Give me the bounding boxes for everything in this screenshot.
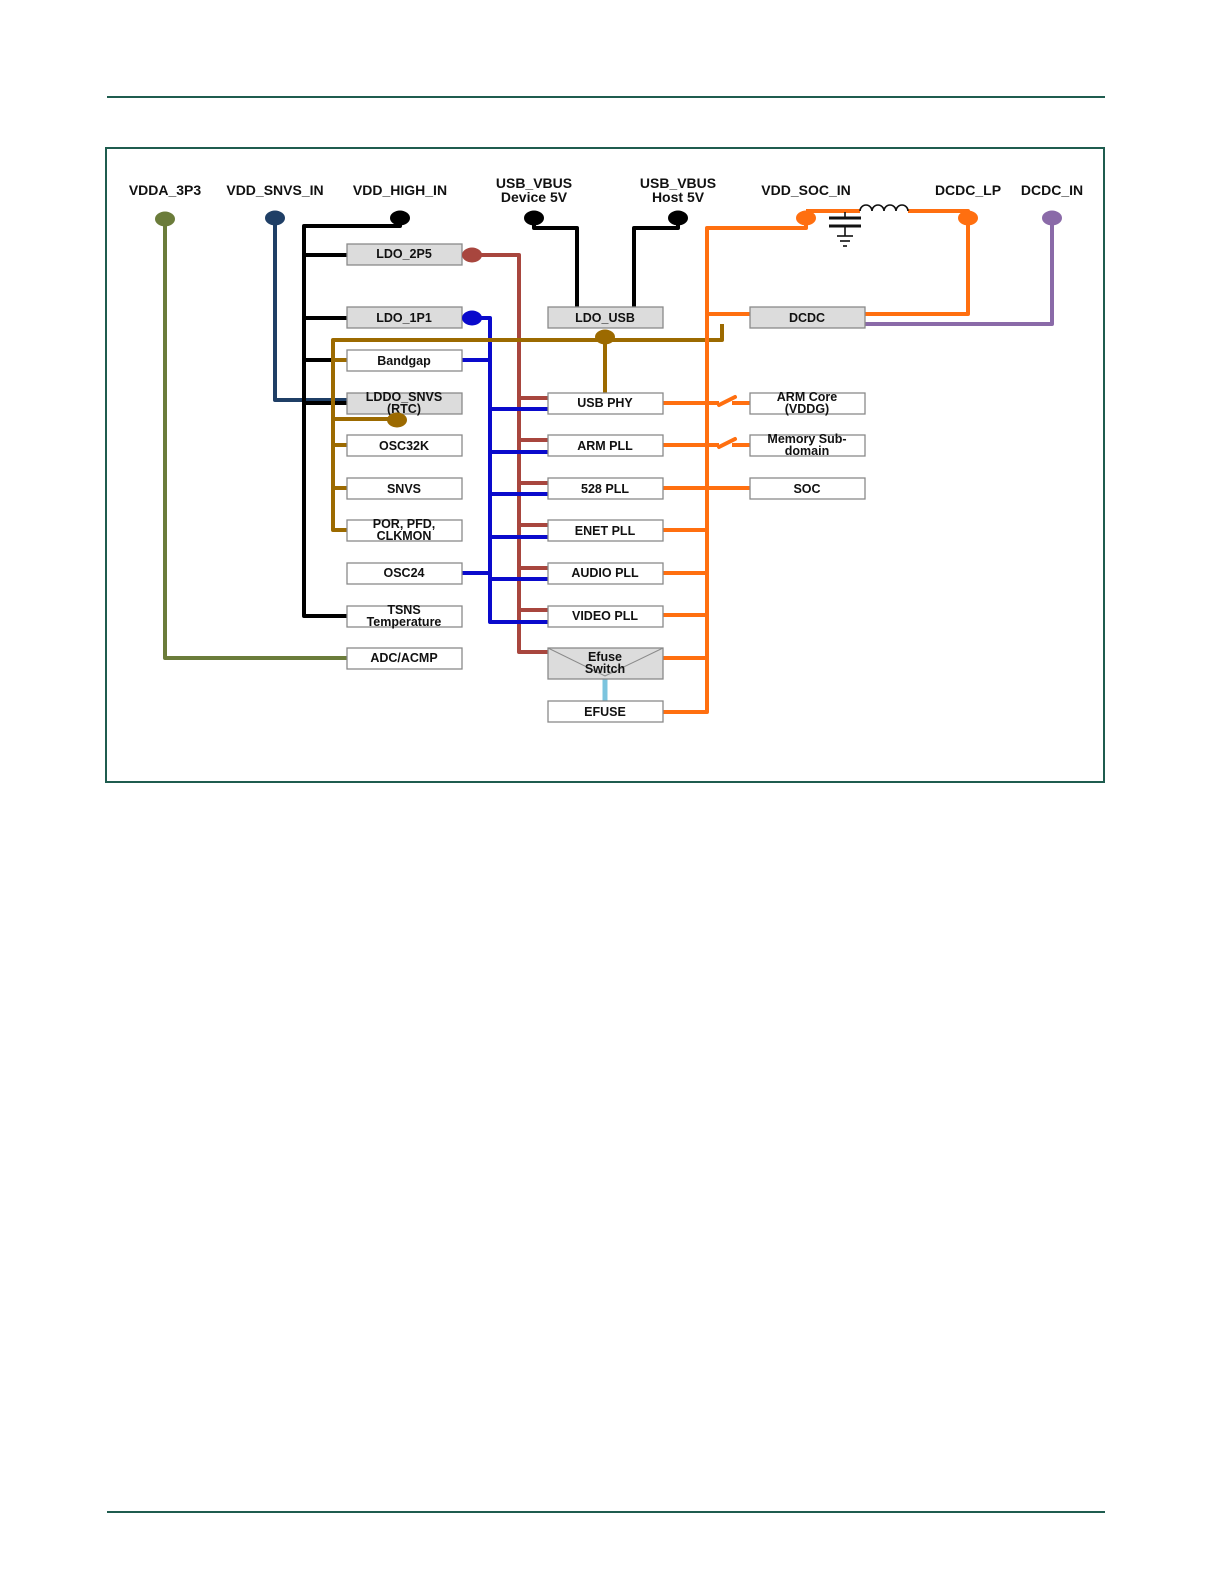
block-label: Efuse	[588, 650, 622, 664]
header-rule	[107, 96, 1105, 98]
wires	[163, 209, 1054, 714]
rail-labels: VDDA_3P3 VDD_SNVS_IN VDD_HIGH_IN USB_VBU…	[129, 175, 1083, 205]
block-efuse-switch: Efuse Switch	[547, 647, 664, 680]
terminal-dcdc-in	[1042, 210, 1062, 226]
block-label: TSNS	[387, 603, 420, 617]
rail-label-vdd-soc-in: VDD_SOC_IN	[761, 182, 850, 198]
terminal-vdd-snvs-in	[265, 210, 285, 226]
footer-rule	[107, 1511, 1105, 1513]
block-adc-acmp: ADC/ACMP	[346, 647, 463, 670]
node-ldo-1p1-out	[462, 310, 482, 326]
block-label: SOC	[793, 482, 820, 496]
node-ldo-usb-out	[595, 329, 615, 345]
block-label-sub: (RTC)	[387, 402, 421, 416]
block-label-sub: Switch	[585, 662, 625, 676]
block-label: SNVS	[387, 482, 421, 496]
rail-label-dcdc-in: DCDC_IN	[1021, 182, 1083, 198]
block-label: OSC24	[384, 566, 425, 580]
block-osc24: OSC24	[346, 562, 463, 585]
block-label: POR, PFD,	[373, 517, 436, 531]
block-label: VIDEO PLL	[572, 609, 638, 623]
block-arm-core: ARM Core (VDDG)	[749, 390, 866, 416]
block-label: LDO_2P5	[376, 247, 432, 261]
node-ldo-snvs-out	[387, 412, 407, 428]
diagram-frame: VDDA_3P3 VDD_SNVS_IN VDD_HIGH_IN USB_VBU…	[105, 147, 1105, 783]
block-ldo-usb: LDO_USB	[547, 306, 664, 329]
block-usb-phy: USB PHY	[547, 392, 664, 415]
block-ldo-2p5: LDO_2P5	[346, 243, 463, 266]
block-label-sub: (VDDG)	[785, 402, 829, 416]
block-memory-subdomain: Memory Sub- domain	[749, 432, 866, 458]
block-ldo-snvs: LDDO_SNVS (RTC)	[346, 390, 463, 416]
block-label: USB PHY	[577, 396, 633, 410]
block-label: LDO_USB	[575, 311, 635, 325]
rail-label-vdd-high-in: VDD_HIGH_IN	[353, 182, 447, 198]
block-por-pfd-clkmon: POR, PFD, CLKMON	[346, 517, 463, 543]
block-label: AUDIO PLL	[571, 566, 639, 580]
wire-ldo-snvs-bus	[331, 324, 724, 532]
block-label: OSC32K	[379, 439, 429, 453]
block-label: ARM Core	[777, 390, 837, 404]
inductor-symbol	[859, 204, 909, 212]
block-video-pll: VIDEO PLL	[547, 605, 664, 628]
block-label: DCDC	[789, 311, 825, 325]
block-528-pll: 528 PLL	[547, 477, 664, 500]
block-dcdc: DCDC	[749, 306, 866, 329]
block-efuse: EFUSE	[547, 700, 664, 723]
block-label-sub: Temperature	[367, 615, 442, 629]
terminal-vdd-high-in	[390, 210, 410, 226]
rail-label-vdd-snvs-in: VDD_SNVS_IN	[226, 182, 323, 198]
power-architecture-diagram: VDDA_3P3 VDD_SNVS_IN VDD_HIGH_IN USB_VBU…	[129, 175, 1083, 723]
wire-dcdc-lp-link	[865, 209, 970, 316]
block-arm-pll: ARM PLL	[547, 434, 664, 457]
block-tsns: TSNS Temperature	[346, 603, 463, 629]
rail-label-usb-vbus-device: USB_VBUS	[496, 175, 572, 191]
wire-vdda-3p3	[163, 219, 347, 660]
wire-vdd-soc-in-bus	[663, 219, 808, 714]
block-soc: SOC	[749, 477, 866, 500]
block-label: LDO_1P1	[376, 311, 432, 325]
block-snvs: SNVS	[346, 477, 463, 500]
block-label: ENET PLL	[575, 524, 636, 538]
terminal-dcdc-lp	[958, 210, 978, 226]
block-bandgap: Bandgap	[346, 349, 463, 372]
block-label: 528 PLL	[581, 482, 629, 496]
block-label-sub: domain	[785, 444, 829, 458]
wire-vdd-snvs-in	[273, 219, 347, 402]
block-label: EFUSE	[584, 705, 626, 719]
block-audio-pll: AUDIO PLL	[547, 562, 664, 585]
block-label: Memory Sub-	[767, 432, 846, 446]
block-label: ARM PLL	[577, 439, 633, 453]
wire-ldo-1p1-bus	[462, 316, 548, 624]
rail-label-usb-vbus-host: USB_VBUS	[640, 175, 716, 191]
rail-label-usb-vbus-device-sub: Device 5V	[501, 189, 568, 205]
wire-usb-vbus-host	[632, 219, 680, 307]
terminal-vdd-soc-in	[796, 210, 816, 226]
wire-dcdc-in	[865, 219, 1054, 326]
capacitor-symbol	[829, 212, 861, 247]
rail-label-dcdc-lp: DCDC_LP	[935, 182, 1001, 198]
block-ldo-1p1: LDO_1P1	[346, 306, 463, 329]
block-label: ADC/ACMP	[370, 651, 437, 665]
rail-label-usb-vbus-host-sub: Host 5V	[652, 189, 705, 205]
connection-dots	[155, 210, 1062, 428]
terminal-usb-vbus-device	[524, 210, 544, 226]
power-switches	[717, 395, 737, 449]
terminal-usb-vbus-host	[668, 210, 688, 226]
block-label: LDDO_SNVS	[366, 390, 442, 404]
block-enet-pll: ENET PLL	[547, 519, 664, 542]
rail-label-vdda-3p3: VDDA_3P3	[129, 182, 202, 198]
wire-usb-vbus-device	[532, 219, 579, 307]
block-label-sub: CLKMON	[377, 529, 432, 543]
terminal-vdda-3p3	[155, 211, 175, 227]
block-osc32k: OSC32K	[346, 434, 463, 457]
node-ldo-2p5-out	[462, 247, 482, 263]
block-label: Bandgap	[377, 354, 431, 368]
